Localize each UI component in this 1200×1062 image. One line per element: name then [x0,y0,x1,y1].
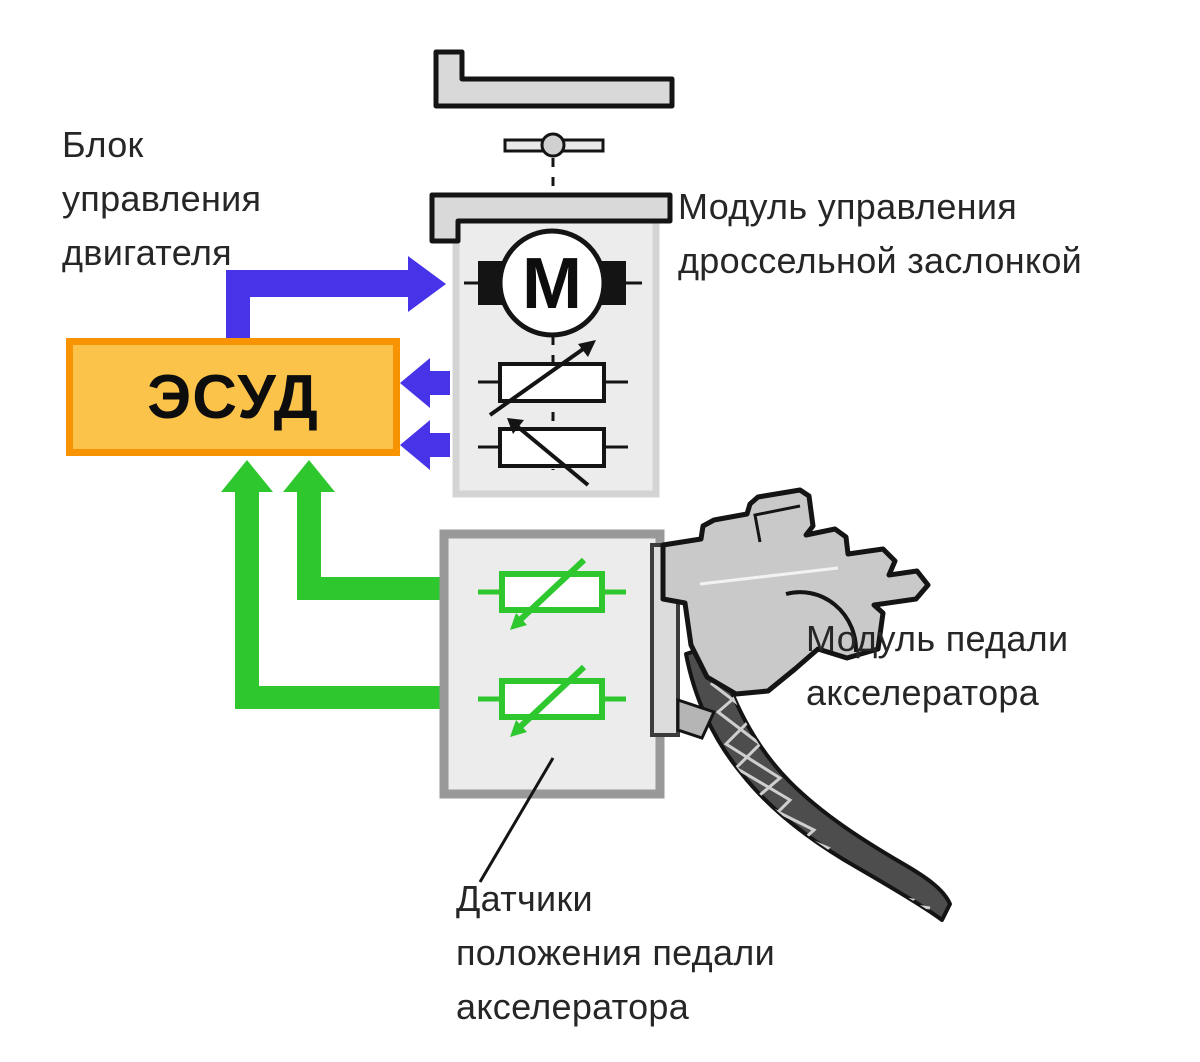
motor-label: M [522,244,582,324]
feedback-arrow-blue-1 [400,358,450,408]
pedal-sensor-2-icon [478,664,626,737]
ecu-box: ЭСУД [66,338,400,456]
throttle-potentiometer-2-icon [478,418,628,487]
leader-line [478,757,555,883]
motor-icon: M [464,228,642,338]
label-pedal-module: Модуль педали акселератора [806,618,1069,713]
pedal-sensor-1-icon [478,557,626,630]
label-engine-control-unit: Блок управления двигателя [62,124,262,273]
signal-arrow-green-outer [221,460,443,709]
signal-arrow-green-inner [283,460,443,600]
label-throttle-module: Модуль управления дроссельной заслонкой [678,186,1083,281]
feedback-arrow-blue-2 [400,420,450,470]
throttle-potentiometer-1-icon [478,340,628,417]
throttle-plate-icon [503,132,605,158]
mounting-bracket-module [429,192,673,244]
ecu-box-label: ЭСУД [147,362,319,432]
command-arrow-blue [226,256,446,338]
label-pedal-position-sensors: Датчики положения педали акселератора [456,878,776,1027]
mounting-bracket-top [433,49,675,109]
